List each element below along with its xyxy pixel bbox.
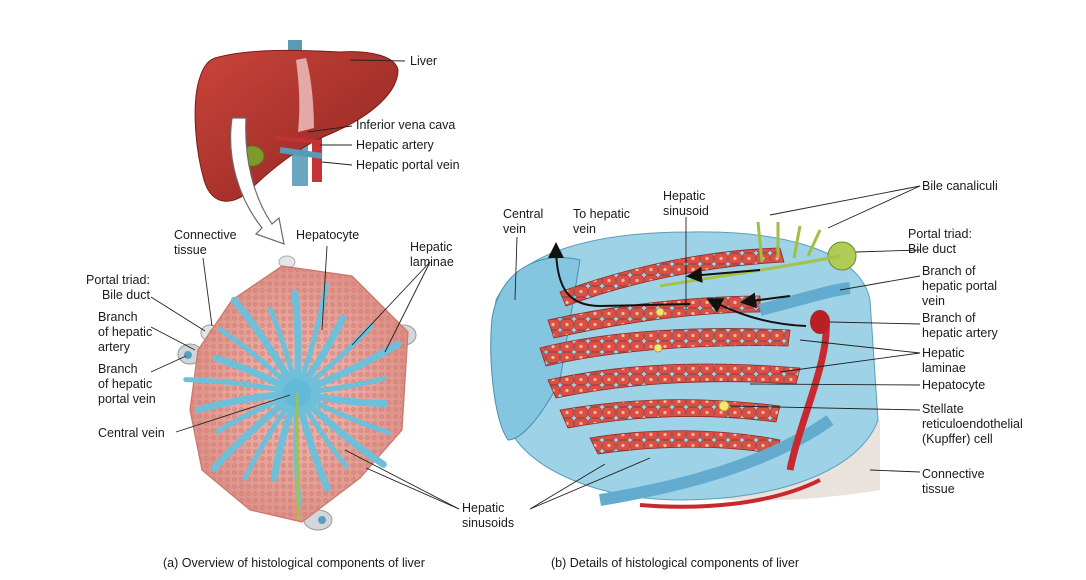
label-hepatocyte-a: Hepatocyte bbox=[296, 228, 360, 242]
sinusoid-branch bbox=[291, 289, 302, 397]
label-bile-canaliculi: Bile canaliculi bbox=[922, 179, 998, 193]
label-inferior-vena-cava: Inferior vena cava bbox=[356, 118, 456, 132]
label-to-hepatic-vein: To hepatic vein bbox=[573, 207, 630, 236]
hepatocyte-plate bbox=[539, 328, 791, 367]
liver-detail-block bbox=[490, 221, 880, 509]
label-liver: Liver bbox=[410, 54, 438, 68]
label-portal-triad-b: Portal triad: Bile duct bbox=[908, 227, 972, 256]
label-portal-triad-a: Portal triad: Bile duct bbox=[86, 273, 150, 302]
hepatocyte-plate bbox=[559, 247, 785, 307]
label-branch-hepatic-portal-vein-a: Branch of hepatic portal vein bbox=[98, 362, 156, 406]
label-central-vein-a: Central vein bbox=[98, 426, 165, 440]
label-hepatic-sinusoid-b: Hepatic sinusoid bbox=[663, 189, 709, 218]
label-hepatic-laminae-a: Hepatic laminae bbox=[410, 240, 454, 269]
label-central-vein-b: Central vein bbox=[503, 207, 544, 236]
caption-b: (b) Details of histological components o… bbox=[551, 556, 800, 570]
label-branch-portal-vein-b: Branch of hepatic portal vein bbox=[922, 264, 998, 308]
label-hepatic-laminae-b: Hepatic laminae bbox=[922, 346, 966, 375]
label-hepatocyte-b: Hepatocyte bbox=[922, 378, 986, 392]
label-connective-tissue-b: Connective tissue bbox=[922, 467, 985, 496]
label-hepatic-sinusoids-a: Hepatic sinusoids bbox=[462, 501, 515, 530]
caption-a: (a) Overview of histological components … bbox=[163, 556, 425, 570]
liver-lobule bbox=[177, 255, 417, 531]
magnify-arrow bbox=[230, 117, 285, 245]
label-branch-hepatic-artery-a: Branch of hepatic artery bbox=[98, 310, 153, 354]
label-branch-hepatic-artery-b: Branch of hepatic artery bbox=[922, 311, 998, 340]
label-connective-tissue-a: Connective tissue bbox=[174, 228, 237, 257]
label-hepatic-portal-vein: Hepatic portal vein bbox=[356, 158, 460, 172]
label-hepatic-artery: Hepatic artery bbox=[356, 138, 434, 152]
leader-lines bbox=[150, 59, 921, 510]
label-stellate-kupffer-cell: Stellate reticuloendothelial (Kupffer) c… bbox=[922, 402, 1023, 446]
